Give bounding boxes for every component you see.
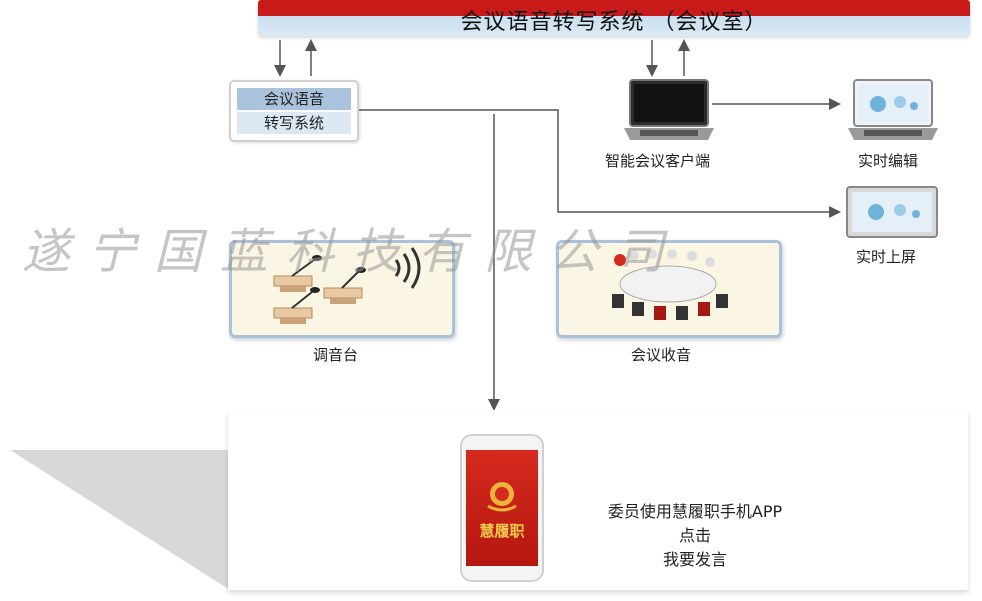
- bottom-panel: [228, 410, 968, 590]
- edit-label: 实时编辑: [858, 152, 919, 170]
- shadow-wedge: [10, 450, 230, 590]
- watermark-text: 遂宁国蓝科技有限公司: [22, 224, 683, 280]
- emblem-icon: [487, 482, 517, 512]
- meeting-table-icon: [612, 249, 728, 320]
- app-text-line2: 点击: [678, 526, 711, 545]
- header-bar: [258, 0, 970, 36]
- app-name: 慧履职: [479, 522, 525, 540]
- transcription-module: 会议语音 转写系统: [229, 80, 359, 142]
- client-label: 智能会议客户端: [605, 152, 711, 170]
- microphone-podium-icon: [273, 247, 421, 324]
- screen-monitor-icon: [846, 186, 938, 238]
- mixer-label: 调音台: [313, 346, 359, 364]
- pickup-label: 会议收音: [631, 346, 692, 364]
- screen-label: 实时上屏: [856, 248, 917, 266]
- phone-device: 慧履职: [460, 434, 544, 582]
- app-instruction: 委员使用慧履职手机APP 点击 我要发言: [575, 500, 815, 572]
- arrow-module-to-screen: [356, 109, 841, 218]
- app-text-line1: 委员使用慧履职手机APP: [607, 502, 783, 521]
- phone-screen: 慧履职: [466, 450, 538, 566]
- client-laptop-icon: [624, 79, 714, 140]
- app-text-line3: 我要发言: [662, 550, 727, 569]
- module-line1: 会议语音: [237, 88, 351, 110]
- module-line2: 转写系统: [237, 112, 351, 134]
- edit-laptop-icon: [848, 79, 938, 140]
- page-title: 会议语音转写系统 （会议室）: [460, 10, 768, 35]
